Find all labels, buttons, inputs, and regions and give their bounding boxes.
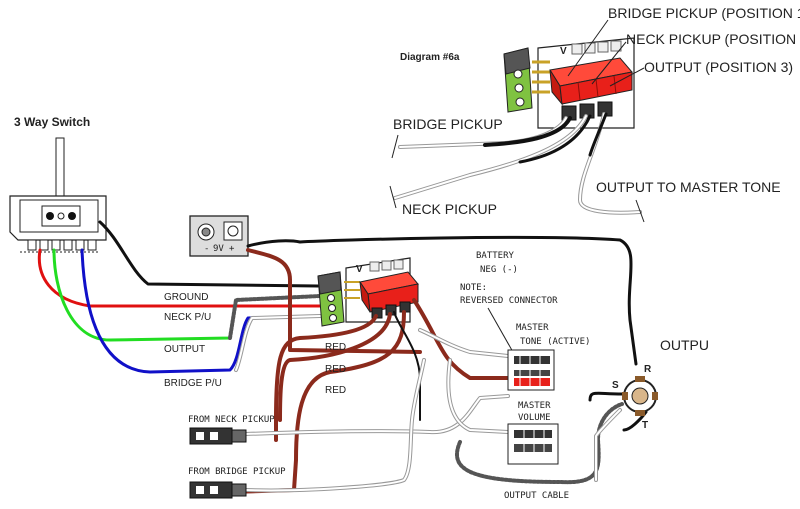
- master-volume-line-2: VOLUME: [518, 413, 551, 423]
- label-red-2: RED: [325, 364, 346, 375]
- battery-neg-label-2: NEG (-): [480, 265, 518, 275]
- detail-header-pins: [571, 40, 622, 55]
- switch-lugs: [27, 239, 97, 251]
- battery-neg-label-1: BATTERY: [476, 251, 515, 261]
- battery-plus: +: [229, 244, 235, 254]
- main-board: V: [317, 257, 419, 327]
- battery-clip: - 9V +: [189, 215, 249, 257]
- wire-ground: [98, 220, 320, 288]
- label-ground: GROUND: [164, 292, 208, 303]
- master-volume: MASTER VOLUME: [507, 401, 559, 465]
- label-bridge-pu: BRIDGE P/U: [164, 378, 222, 389]
- jack-r-label: R: [644, 364, 652, 375]
- label-red-1: RED: [325, 342, 346, 353]
- from-neck-pickup-plug: [189, 427, 247, 445]
- label-output-position-3: OUTPUT (POSITION 3): [644, 59, 793, 75]
- label-red-3: RED: [325, 385, 346, 396]
- label-from-neck-pickup: FROM NECK PICKUP: [188, 415, 275, 425]
- wire-battery-negative: [246, 235, 638, 366]
- diagram-label: Diagram #6a: [400, 52, 460, 63]
- signal-cables: [244, 328, 624, 493]
- label-output: OUTPUT: [164, 344, 205, 355]
- detail-green-terminal: [503, 47, 550, 113]
- switch-title: 3 Way Switch: [14, 115, 90, 129]
- wire-red-1: [274, 314, 378, 442]
- wire-battery-positive: [246, 248, 422, 354]
- label-bridge-position-1: BRIDGE PICKUP (POSITION 1): [608, 5, 800, 21]
- three-way-switch: 3 Way Switch: [9, 115, 107, 253]
- label-neck-position-2: NECK PICKUP (POSITION 2): [626, 31, 800, 47]
- master-volume-line-1: MASTER: [518, 401, 551, 411]
- label-output-cable: OUTPUT CABLE: [504, 491, 569, 501]
- output-jack-label: OUTPU: [660, 337, 709, 353]
- wire-output: [52, 248, 322, 342]
- detail-diagram: Diagram #6a V: [389, 5, 800, 223]
- master-tone: MASTER TONE (ACTIVE): [507, 323, 590, 391]
- master-tone-line-1: MASTER: [516, 323, 549, 333]
- jack-t-label: T: [642, 420, 648, 431]
- output-jack: OUTPU R S T: [588, 337, 709, 482]
- note-line-1: NOTE:: [460, 283, 487, 293]
- red-wires: RED RED RED: [228, 298, 510, 494]
- label-neck-pu: NECK P/U: [164, 312, 211, 323]
- jack-s-label: S: [612, 380, 619, 391]
- wire-red-2: [278, 312, 392, 422]
- battery-minus: -: [204, 244, 209, 254]
- main-board-mark: V: [356, 264, 363, 275]
- battery-9v: 9V: [213, 244, 224, 254]
- wire-red-3: [228, 310, 406, 494]
- wire-bridge-pu: [80, 248, 322, 374]
- label-output-to-master-tone: OUTPUT TO MASTER TONE: [596, 179, 781, 195]
- note-line-2: REVERSED CONNECTOR: [460, 296, 558, 306]
- detail-board-mark: V: [560, 46, 567, 57]
- label-neck-pickup: NECK PICKUP: [402, 201, 497, 217]
- master-tone-line-2: TONE (ACTIVE): [520, 337, 590, 347]
- label-from-bridge-pickup: FROM BRIDGE PICKUP: [188, 467, 286, 477]
- detail-red-connector: [549, 57, 633, 106]
- label-bridge-pickup: BRIDGE PICKUP: [393, 116, 503, 132]
- switch-lever: [55, 137, 65, 197]
- from-bridge-pickup-plug: [189, 481, 247, 499]
- wire-red-tone: [412, 298, 510, 380]
